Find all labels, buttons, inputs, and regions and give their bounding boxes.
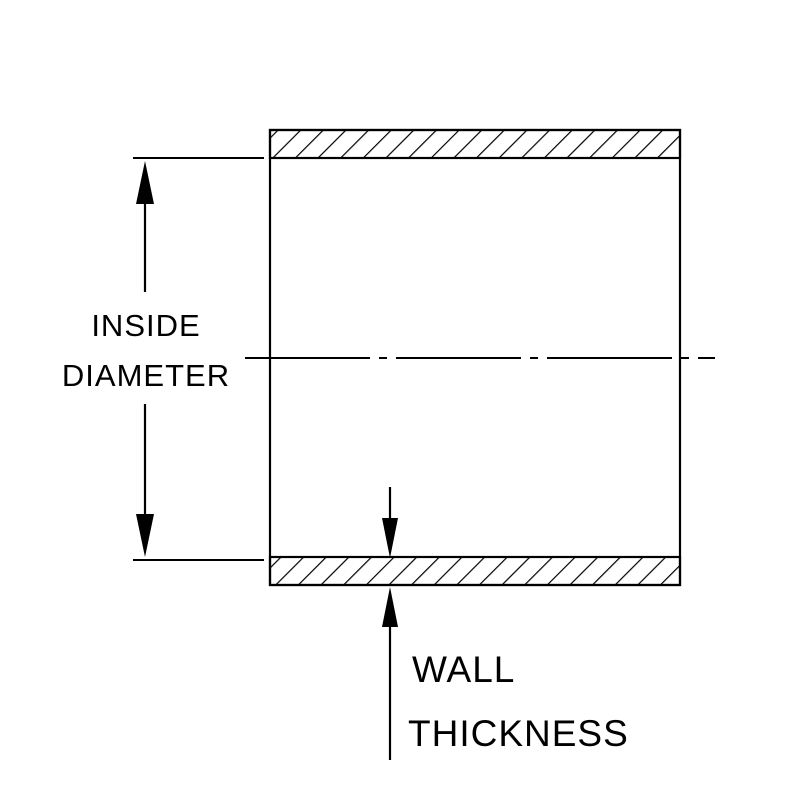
inside-diameter-label-line1: INSIDE (91, 308, 200, 343)
inside-diameter-down-arrow (136, 514, 154, 557)
inside-diameter-label-line2: DIAMETER (62, 358, 230, 393)
wall-thickness-down-arrow (382, 518, 398, 558)
inside-diameter-up-arrow (136, 161, 154, 204)
top-wall-hatch (268, 128, 682, 160)
bottom-wall-hatch (268, 555, 682, 587)
wall-thickness-up-arrow (382, 587, 398, 627)
wall-thickness-label-line1: WALL (412, 649, 515, 690)
wall-thickness-label-line2: THICKNESS (408, 713, 629, 754)
